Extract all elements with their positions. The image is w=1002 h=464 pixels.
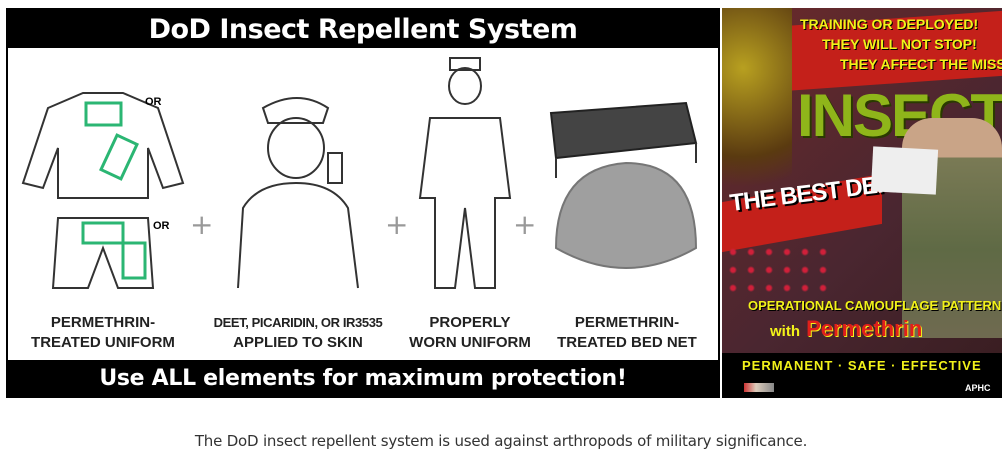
ticks-image bbox=[724, 243, 834, 293]
aphc-logo: APHC bbox=[965, 383, 991, 393]
label-line: PROPERLY bbox=[429, 314, 511, 331]
image-caption: The DoD insect repellent system is used … bbox=[194, 432, 808, 450]
label-line: TREATED BED NET bbox=[557, 334, 697, 351]
dod-insect-repellent-infographic: DoD Insect Repellent System OR OR PERMET… bbox=[6, 8, 720, 398]
element-worn-uniform: PROPERLY WORN UNIFORM bbox=[400, 48, 540, 360]
document-image bbox=[870, 146, 939, 195]
element-label: PROPERLY WORN UNIFORM bbox=[360, 313, 580, 353]
or-label: OR bbox=[145, 96, 162, 108]
infographic-panel: OR OR PERMETHRIN- TREATED UNIFORM + DEET… bbox=[8, 48, 718, 360]
element-label: DEET, PICARIDIN, OR IR3535 APPLIED TO SK… bbox=[168, 313, 428, 353]
infographic-title: DoD Insect Repellent System bbox=[148, 14, 578, 45]
poster-tagline: PERMANENT · SAFE · EFFECTIVE bbox=[742, 358, 982, 373]
banner-line: TRAINING OR DEPLOYED! bbox=[800, 16, 979, 32]
label-line: TREATED UNIFORM bbox=[31, 334, 175, 351]
product-prefix: with bbox=[770, 323, 800, 340]
plus-sign: + bbox=[385, 208, 409, 241]
or-label: OR bbox=[153, 220, 170, 232]
element-skin-repellent: DEET, PICARIDIN, OR IR3535 APPLIED TO SK… bbox=[208, 48, 388, 360]
poster-banner: TRAINING OR DEPLOYED! THEY WILL NOT STOP… bbox=[800, 14, 1002, 74]
label-line: WORN UNIFORM bbox=[409, 334, 531, 351]
infographic-footer: Use ALL elements for maximum protection! bbox=[99, 366, 627, 391]
uniform-illustration bbox=[21, 92, 185, 289]
element-label: PERMETHRIN- TREATED BED NET bbox=[496, 313, 758, 353]
ocp-permethrin-poster: TRAINING OR DEPLOYED! THEY WILL NOT STOP… bbox=[722, 8, 1002, 398]
bed-net-illustration bbox=[549, 101, 698, 269]
agency-logos bbox=[744, 383, 774, 392]
label-line: PERMETHRIN- bbox=[50, 314, 156, 331]
banner-line: THEY AFFECT THE MISSION! bbox=[840, 56, 1002, 72]
element-bed-net: PERMETHRIN- TREATED BED NET bbox=[536, 48, 718, 360]
label-line: APPLIED TO SKIN bbox=[233, 334, 363, 351]
soldier-uniform-illustration bbox=[418, 57, 512, 289]
insect-image bbox=[722, 8, 792, 208]
label-line: PERMETHRIN- bbox=[574, 314, 680, 331]
soldier-applying-repellent-illustration bbox=[237, 97, 359, 289]
banner-line: THEY WILL NOT STOP! bbox=[822, 36, 977, 52]
plus-sign: + bbox=[190, 208, 214, 241]
element-treated-uniform: OR OR PERMETHRIN- TREATED UNIFORM bbox=[8, 48, 198, 360]
plus-sign: + bbox=[513, 208, 537, 241]
poster-product-line2: with Permethrin bbox=[770, 316, 922, 342]
poster-product-line1: OPERATIONAL CAMOUFLAGE PATTERN bbox=[748, 298, 1002, 313]
label-line: DEET, PICARIDIN, OR IR3535 bbox=[213, 315, 383, 330]
product-highlight: Permethrin bbox=[806, 316, 923, 341]
element-label: PERMETHRIN- TREATED UNIFORM bbox=[0, 313, 238, 353]
